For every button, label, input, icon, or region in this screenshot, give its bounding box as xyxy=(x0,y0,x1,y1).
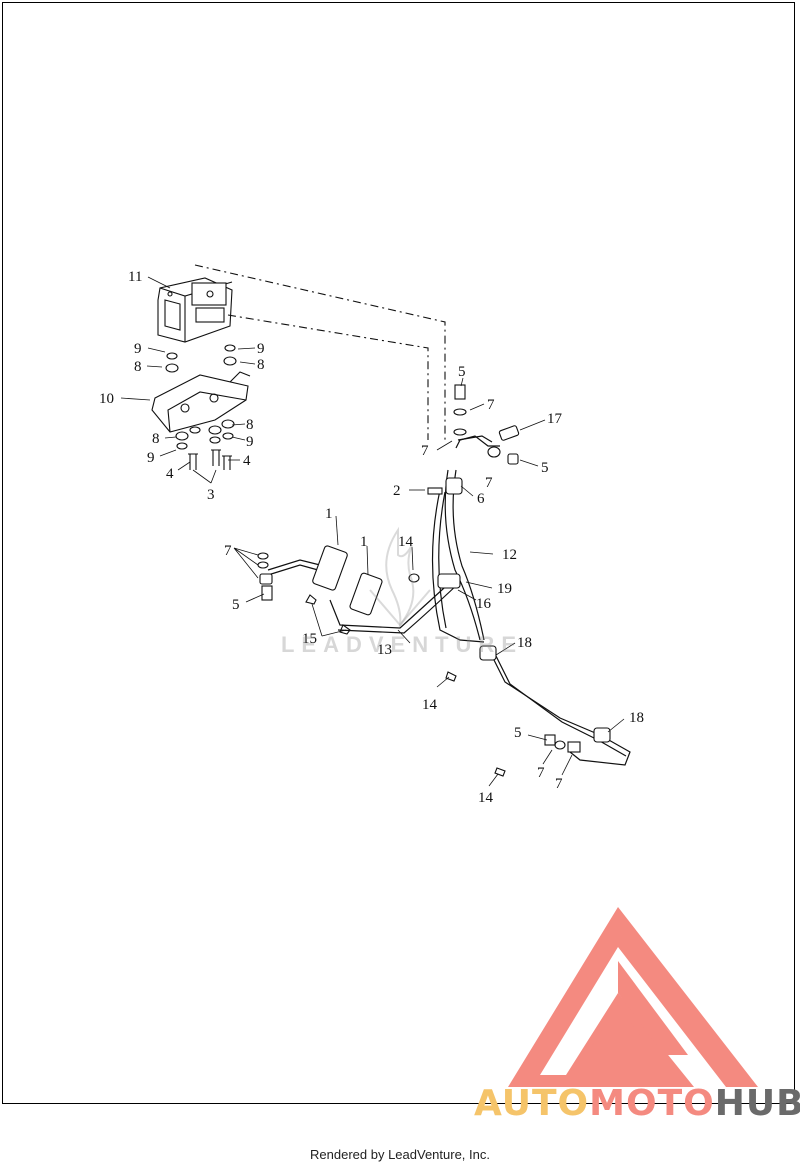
callout-9: 9 xyxy=(246,434,254,450)
callout-14: 14 xyxy=(398,534,414,550)
bolts xyxy=(188,449,232,470)
callout-18: 18 xyxy=(517,635,532,651)
callout-7: 7 xyxy=(487,397,495,413)
callout-6: 6 xyxy=(477,491,485,507)
callout-9: 9 xyxy=(147,450,155,466)
brand-part-auto: AUTO xyxy=(474,1083,590,1124)
brake-line-parts-diagram: 11 9 8 9 8 10 8 8 9 9 4 4 3 5 7 17 7 5 7… xyxy=(99,264,644,806)
render-credit: Rendered by LeadVenture, Inc. xyxy=(310,1147,490,1162)
callout-13: 13 xyxy=(377,642,392,658)
callout-7: 7 xyxy=(537,765,545,781)
clips xyxy=(312,477,611,743)
callout-19: 19 xyxy=(497,581,512,597)
alignment-lines xyxy=(194,264,446,440)
callout-4: 4 xyxy=(243,453,251,469)
callout-14: 14 xyxy=(422,697,438,713)
logo-triangle-mark xyxy=(508,907,758,1087)
callout-8: 8 xyxy=(246,417,254,433)
callout-11: 11 xyxy=(128,269,142,285)
callout-9: 9 xyxy=(134,341,142,357)
brand-part-hub: HUB xyxy=(714,1083,800,1124)
callout-7: 7 xyxy=(555,776,563,792)
callout-8: 8 xyxy=(257,357,265,373)
callout-9: 9 xyxy=(257,341,265,357)
callout-3: 3 xyxy=(207,487,215,503)
callout-4: 4 xyxy=(166,466,174,482)
brand-wordmark: AUTOMOTOHUB xyxy=(474,1083,800,1124)
callout-7: 7 xyxy=(485,475,493,491)
automotohub-logo-icon xyxy=(508,907,758,1087)
callout-12: 12 xyxy=(502,547,517,563)
grommets xyxy=(165,344,237,450)
fittings xyxy=(257,384,581,777)
callout-5: 5 xyxy=(232,597,240,613)
callout-8: 8 xyxy=(134,359,142,375)
brand-part-moto: MOTO xyxy=(589,1083,715,1124)
mounting-bracket xyxy=(151,371,251,433)
callout-14: 14 xyxy=(478,790,494,806)
watermark-flame-icon xyxy=(369,526,431,629)
callout-10: 10 xyxy=(99,391,114,407)
callout-17: 17 xyxy=(547,411,563,427)
callout-5: 5 xyxy=(541,460,549,476)
callout-5: 5 xyxy=(514,725,522,741)
callout-8: 8 xyxy=(152,431,160,447)
callout-7: 7 xyxy=(421,443,429,459)
callout-16: 16 xyxy=(476,596,492,612)
callout-7: 7 xyxy=(224,543,232,559)
callout-1: 1 xyxy=(360,534,368,550)
leader-lines xyxy=(120,276,625,787)
watermark-text: LEADVENTURE xyxy=(280,632,523,657)
brake-lines xyxy=(267,435,631,766)
callout-2: 2 xyxy=(393,483,401,499)
callout-1: 1 xyxy=(325,506,333,522)
abs-module-drawing xyxy=(157,277,233,343)
diagram-frame xyxy=(2,2,795,1104)
callout-5: 5 xyxy=(458,364,466,380)
callout-15: 15 xyxy=(302,631,317,647)
callout-18: 18 xyxy=(629,710,644,726)
